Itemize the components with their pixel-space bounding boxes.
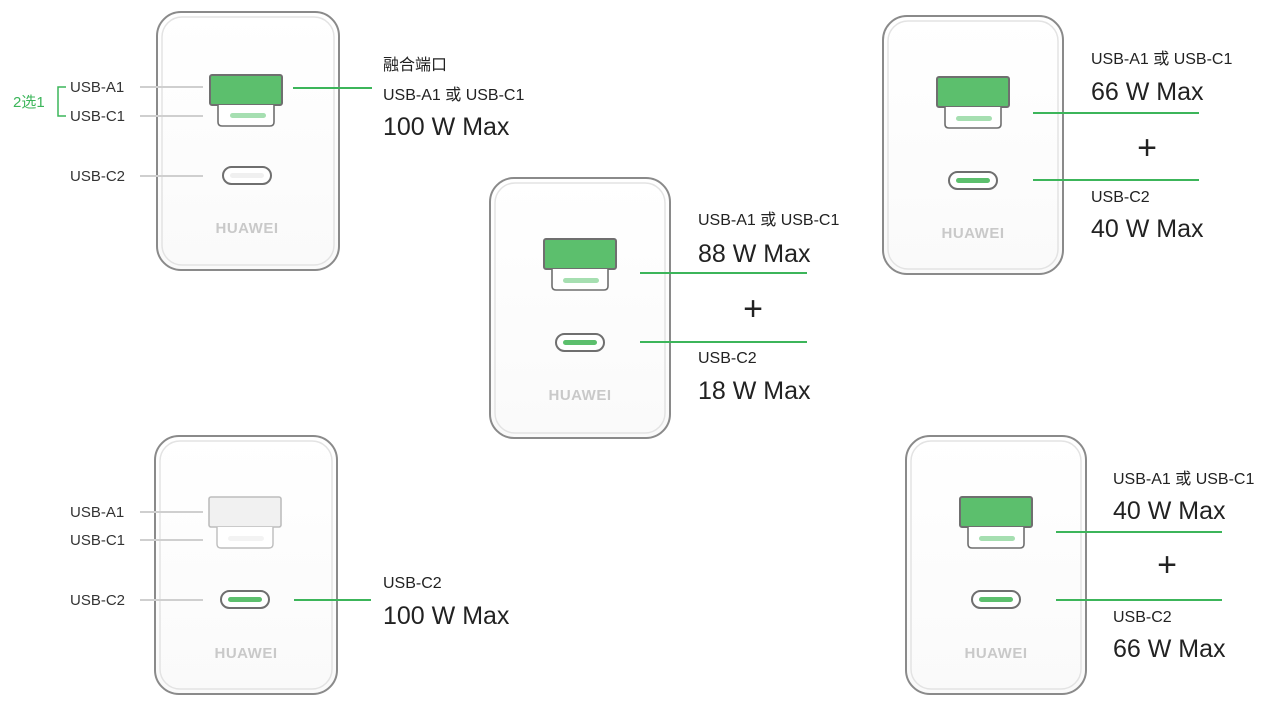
charger-panel-fused-port: HUAWEI USB-A1 USB-C1 USB-C2 2选1 融合端口 USB… xyxy=(13,11,524,271)
top-power: 40 W Max xyxy=(1113,497,1226,525)
callout-port: USB-C2 xyxy=(383,575,442,592)
bottom-port-label: USB-C2 xyxy=(1113,609,1172,626)
bottom-port-label: USB-C2 xyxy=(1091,189,1150,206)
top-port-label: USB-A1 或 USB-C1 xyxy=(1113,470,1254,488)
usb-a-port xyxy=(208,496,282,549)
charger-panel-40-66: HUAWEI USB-A1 或 USB-C1 40 W Max + USB-C2… xyxy=(905,435,1254,695)
usb-a-port xyxy=(959,496,1033,549)
plus-sign: + xyxy=(1157,546,1177,584)
bottom-power: 18 W Max xyxy=(698,377,811,405)
top-port-label: USB-A1 或 USB-C1 xyxy=(698,211,839,229)
brand-logo: HUAWEI xyxy=(942,225,1005,242)
callout-title: 融合端口 xyxy=(383,56,447,74)
callout-power: 100 W Max xyxy=(383,113,510,141)
brand-logo: HUAWEI xyxy=(216,220,279,237)
bottom-port-label: USB-C2 xyxy=(698,350,757,367)
usb-a-port xyxy=(936,76,1010,129)
usb-a-port xyxy=(209,74,283,127)
label-usb-c2: USB-C2 xyxy=(70,592,125,609)
charger-body xyxy=(882,15,1064,275)
bottom-power: 40 W Max xyxy=(1091,215,1204,243)
callout-port: USB-A1 或 USB-C1 xyxy=(383,86,524,104)
charger-body xyxy=(156,11,340,271)
label-usb-c1: USB-C1 xyxy=(70,532,125,549)
brand-logo: HUAWEI xyxy=(215,645,278,662)
brand-logo: HUAWEI xyxy=(965,645,1028,662)
plus-sign: + xyxy=(1137,129,1157,167)
charger-body xyxy=(489,177,671,439)
label-usb-c2: USB-C2 xyxy=(70,168,125,185)
bottom-power: 66 W Max xyxy=(1113,635,1226,663)
charger-panel-usb-c2-only: HUAWEI USB-A1 USB-C1 USB-C2 USB-C2 100 W… xyxy=(70,435,510,695)
label-usb-a1: USB-A1 xyxy=(70,504,124,521)
usb-a-port xyxy=(543,238,617,291)
charger-panel-88-18: HUAWEI USB-A1 或 USB-C1 88 W Max + USB-C2… xyxy=(489,177,839,439)
top-power: 66 W Max xyxy=(1091,78,1204,106)
charger-body xyxy=(154,435,338,695)
top-port-label: USB-A1 或 USB-C1 xyxy=(1091,50,1232,68)
choice-label: 2选1 xyxy=(13,94,45,111)
top-power: 88 W Max xyxy=(698,240,811,268)
charger-body xyxy=(905,435,1087,695)
label-usb-a1: USB-A1 xyxy=(70,79,124,96)
callout-power: 100 W Max xyxy=(383,602,510,630)
choice-bracket xyxy=(57,86,66,117)
plus-sign: + xyxy=(743,290,763,328)
label-usb-c1: USB-C1 xyxy=(70,108,125,125)
brand-logo: HUAWEI xyxy=(549,387,612,404)
charger-panel-66-40: HUAWEI USB-A1 或 USB-C1 66 W Max + USB-C2… xyxy=(882,15,1232,275)
